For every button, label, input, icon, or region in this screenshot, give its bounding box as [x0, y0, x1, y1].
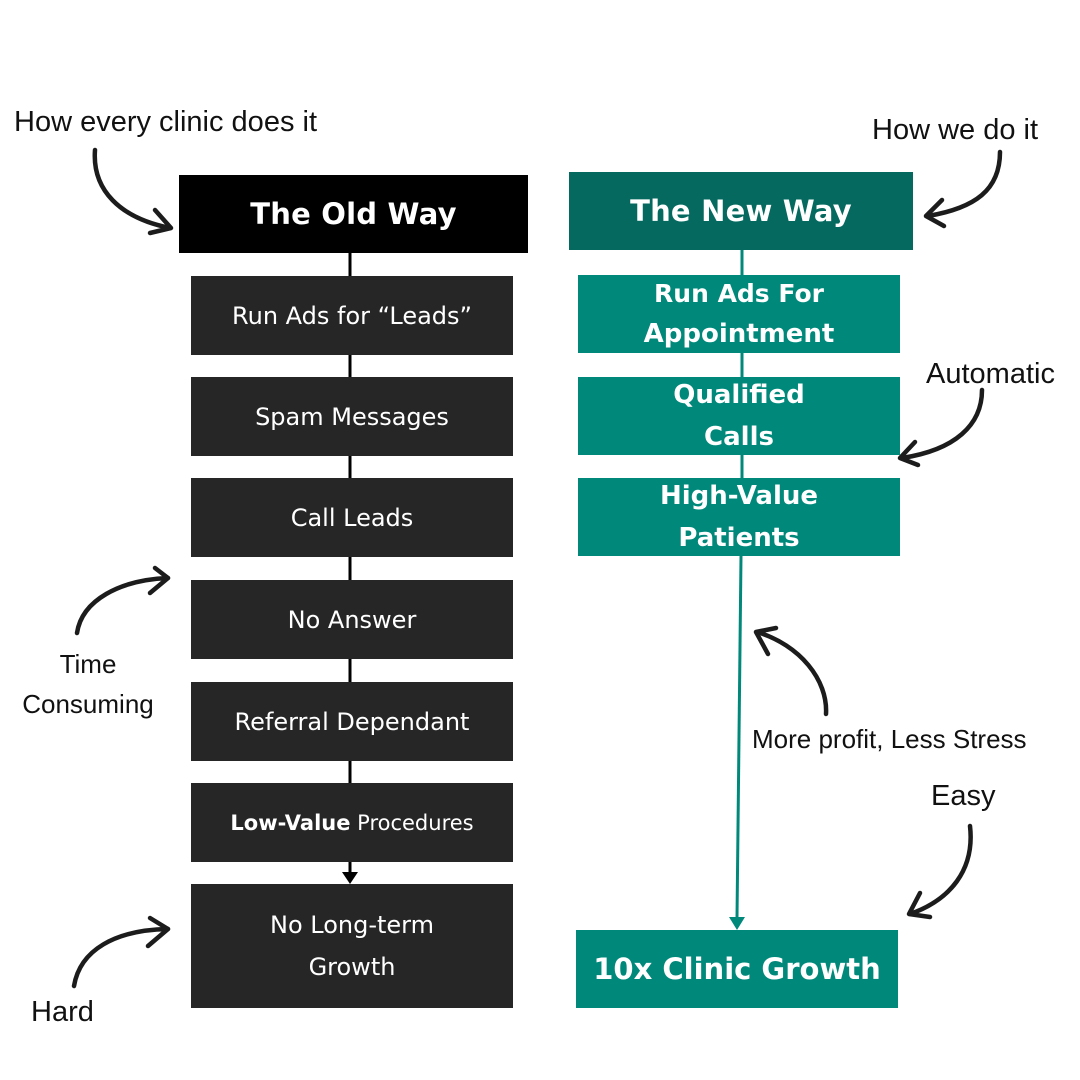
- new-way-step-line2: Appointment: [643, 319, 835, 349]
- old-way-step-label: Call Leads: [290, 503, 414, 532]
- old-way-step-label: Run Ads for “Leads”: [232, 301, 472, 330]
- old-way-step: Call Leads: [191, 478, 513, 557]
- new-way-step-line1: Run Ads For: [654, 279, 824, 308]
- old-way-step-label: Procedures: [350, 810, 474, 835]
- time-consuming-annotation: Time Consuming: [10, 644, 166, 724]
- automatic-annotation: Automatic: [926, 358, 1055, 390]
- easy-annotation: Easy: [931, 780, 996, 812]
- new-way-step: Run Ads For Appointment: [578, 275, 900, 353]
- new-way-header: The New Way: [569, 172, 913, 250]
- old-way-step: Low-Value Procedures: [191, 783, 513, 862]
- old-way-step-bold-label: Low-Value: [230, 810, 351, 835]
- new-way-step-line1: High-Value: [660, 481, 818, 511]
- new-way-annotation: How we do it: [872, 114, 1039, 146]
- new-way-step-line2: Patients: [678, 523, 800, 553]
- new-way-step-line1: Qualified: [673, 380, 805, 410]
- old-way-final-step: No Long-term Growth: [191, 884, 513, 1008]
- old-way-header: The Old Way: [179, 175, 528, 253]
- old-way-step: Spam Messages: [191, 377, 513, 456]
- more-profit-annotation: More profit, Less Stress: [752, 724, 1027, 754]
- curved-arrow-icon: [71, 915, 171, 989]
- curved-arrow-icon: [92, 147, 174, 236]
- new-way-step: High-Value Patients: [578, 478, 900, 556]
- old-way-step-label: Referral Dependant: [234, 707, 470, 736]
- old-way-step-label: No Answer: [287, 605, 417, 634]
- new-way-result: 10x Clinic Growth: [576, 930, 898, 1008]
- new-way-connector-line: [735, 555, 743, 919]
- old-way-final-step-line1: No Long-term: [269, 911, 434, 939]
- old-way-step-label: Spam Messages: [255, 402, 449, 431]
- new-way-step: Qualified Calls: [578, 377, 900, 455]
- new-way-step-line2: Calls: [704, 422, 774, 452]
- new-way-result-label: 10x Clinic Growth: [593, 952, 881, 986]
- old-way-connector-arrowhead-icon: [342, 872, 358, 884]
- curved-arrow-icon: [74, 565, 171, 636]
- curved-arrow-icon: [923, 149, 1003, 229]
- old-way-annotation: How every clinic does it: [14, 106, 317, 138]
- old-way-final-step-line2: Growth: [308, 953, 396, 981]
- new-way-header-label: The New Way: [630, 194, 852, 228]
- time-consuming-line1: Time: [59, 649, 117, 679]
- old-way-step: Run Ads for “Leads”: [191, 276, 513, 355]
- time-consuming-line2: Consuming: [22, 689, 154, 719]
- curved-arrow-icon: [906, 823, 973, 920]
- old-way-step: No Answer: [191, 580, 513, 659]
- old-way-step: Referral Dependant: [191, 682, 513, 761]
- curved-arrow-icon: [753, 625, 829, 717]
- curved-arrow-icon: [897, 387, 985, 468]
- old-way-header-label: The Old Way: [250, 197, 457, 231]
- new-way-connector-arrowhead-icon: [729, 917, 745, 930]
- hard-annotation: Hard: [31, 996, 94, 1028]
